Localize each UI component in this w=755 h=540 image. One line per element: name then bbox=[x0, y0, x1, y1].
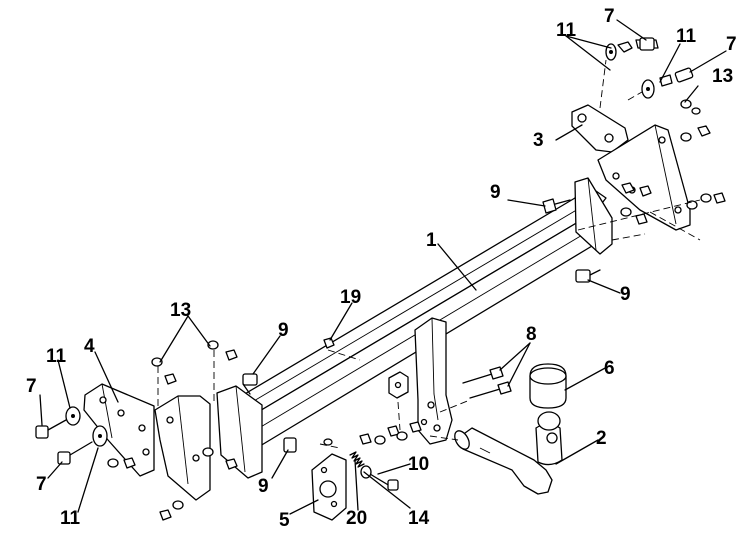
assembly-lines bbox=[157, 59, 701, 449]
left-bracket-outer bbox=[154, 395, 211, 501]
label-part-9-right: 9 bbox=[620, 284, 631, 305]
bolt-7-top bbox=[605, 37, 659, 61]
bolt-9-left-lower bbox=[283, 437, 297, 453]
bolts-8 bbox=[462, 366, 512, 399]
bolt-10 bbox=[360, 465, 399, 491]
label-part-19: 19 bbox=[340, 287, 361, 308]
label-part-7-right: 7 bbox=[726, 34, 737, 55]
label-part-11-right: 11 bbox=[676, 26, 697, 47]
label-part-4: 4 bbox=[84, 336, 95, 357]
label-part-13-right: 13 bbox=[712, 66, 733, 87]
label-part-9-left-lo: 9 bbox=[258, 476, 269, 497]
socket-plate-5 bbox=[311, 453, 347, 521]
label-part-9-upper: 9 bbox=[490, 182, 501, 203]
label-part-10: 10 bbox=[408, 454, 429, 475]
washers-left bbox=[107, 340, 238, 521]
label-part-7-left-up: 7 bbox=[26, 376, 37, 397]
label-part-5: 5 bbox=[279, 510, 290, 531]
ball-cover-6 bbox=[529, 363, 567, 409]
label-part-7-left-lo: 7 bbox=[36, 474, 47, 495]
label-part-11-left-lo: 11 bbox=[60, 508, 81, 529]
bolt-9-right bbox=[575, 269, 601, 283]
label-part-6: 6 bbox=[604, 358, 615, 379]
center-mount-plate bbox=[414, 317, 453, 445]
small-bracket bbox=[388, 371, 409, 399]
washers-13-right bbox=[680, 99, 726, 210]
bolt-7-right bbox=[641, 67, 694, 99]
bolt-7-left-upper bbox=[35, 406, 81, 439]
label-part-14: 14 bbox=[408, 508, 430, 529]
nuts-center-right bbox=[620, 182, 652, 225]
left-bracket-4 bbox=[83, 383, 155, 477]
label-part-3: 3 bbox=[533, 130, 544, 151]
leader-lines bbox=[39, 19, 727, 515]
right-bracket-3 bbox=[571, 104, 629, 153]
label-part-13-left: 13 bbox=[170, 300, 191, 321]
crossbar-right-endplate bbox=[574, 177, 613, 255]
label-part-8: 8 bbox=[526, 324, 537, 345]
nut-19 bbox=[323, 337, 335, 349]
label-part-2: 2 bbox=[596, 428, 607, 449]
label-part-11-top: 11 bbox=[556, 20, 577, 41]
label-part-7-top: 7 bbox=[604, 6, 615, 27]
bolt-9-upper bbox=[542, 198, 571, 214]
spring-20 bbox=[349, 451, 365, 468]
bolt-7-left-lower bbox=[57, 425, 108, 465]
bolt-9-left-upper bbox=[242, 373, 258, 395]
nuts-center bbox=[323, 421, 422, 446]
label-part-9-left-up: 9 bbox=[278, 320, 289, 341]
tow-ball-neck-2 bbox=[454, 411, 563, 495]
label-part-11-left-up: 11 bbox=[46, 346, 67, 367]
label-part-20: 20 bbox=[346, 508, 367, 529]
label-part-1: 1 bbox=[426, 230, 437, 251]
part-labels: 1 2 3 4 5 6 7 7 7 7 8 9 9 9 9 10 11 11 1… bbox=[26, 6, 737, 531]
crossbar-left-endplate bbox=[216, 385, 263, 479]
